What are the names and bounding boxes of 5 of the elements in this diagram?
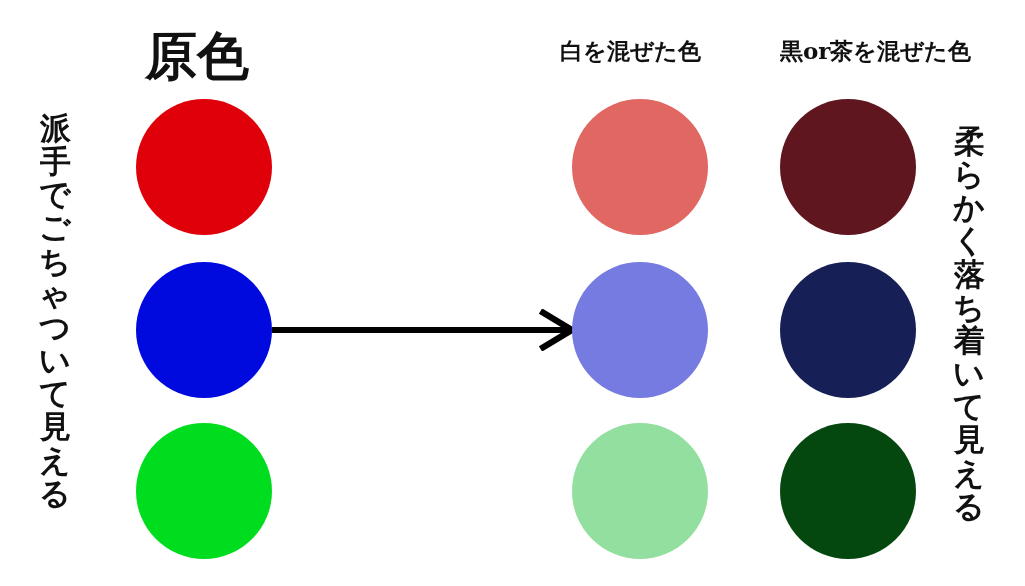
side-caption: 柔らかく落ち着いて見える	[952, 125, 987, 523]
title-text: 原色	[145, 24, 249, 88]
column-heading: 黒or茶を混ぜた色	[780, 36, 972, 66]
side-caption: 派手でごちゃついて見える	[38, 112, 73, 510]
column-heading: 白を混ぜた色	[560, 36, 701, 66]
